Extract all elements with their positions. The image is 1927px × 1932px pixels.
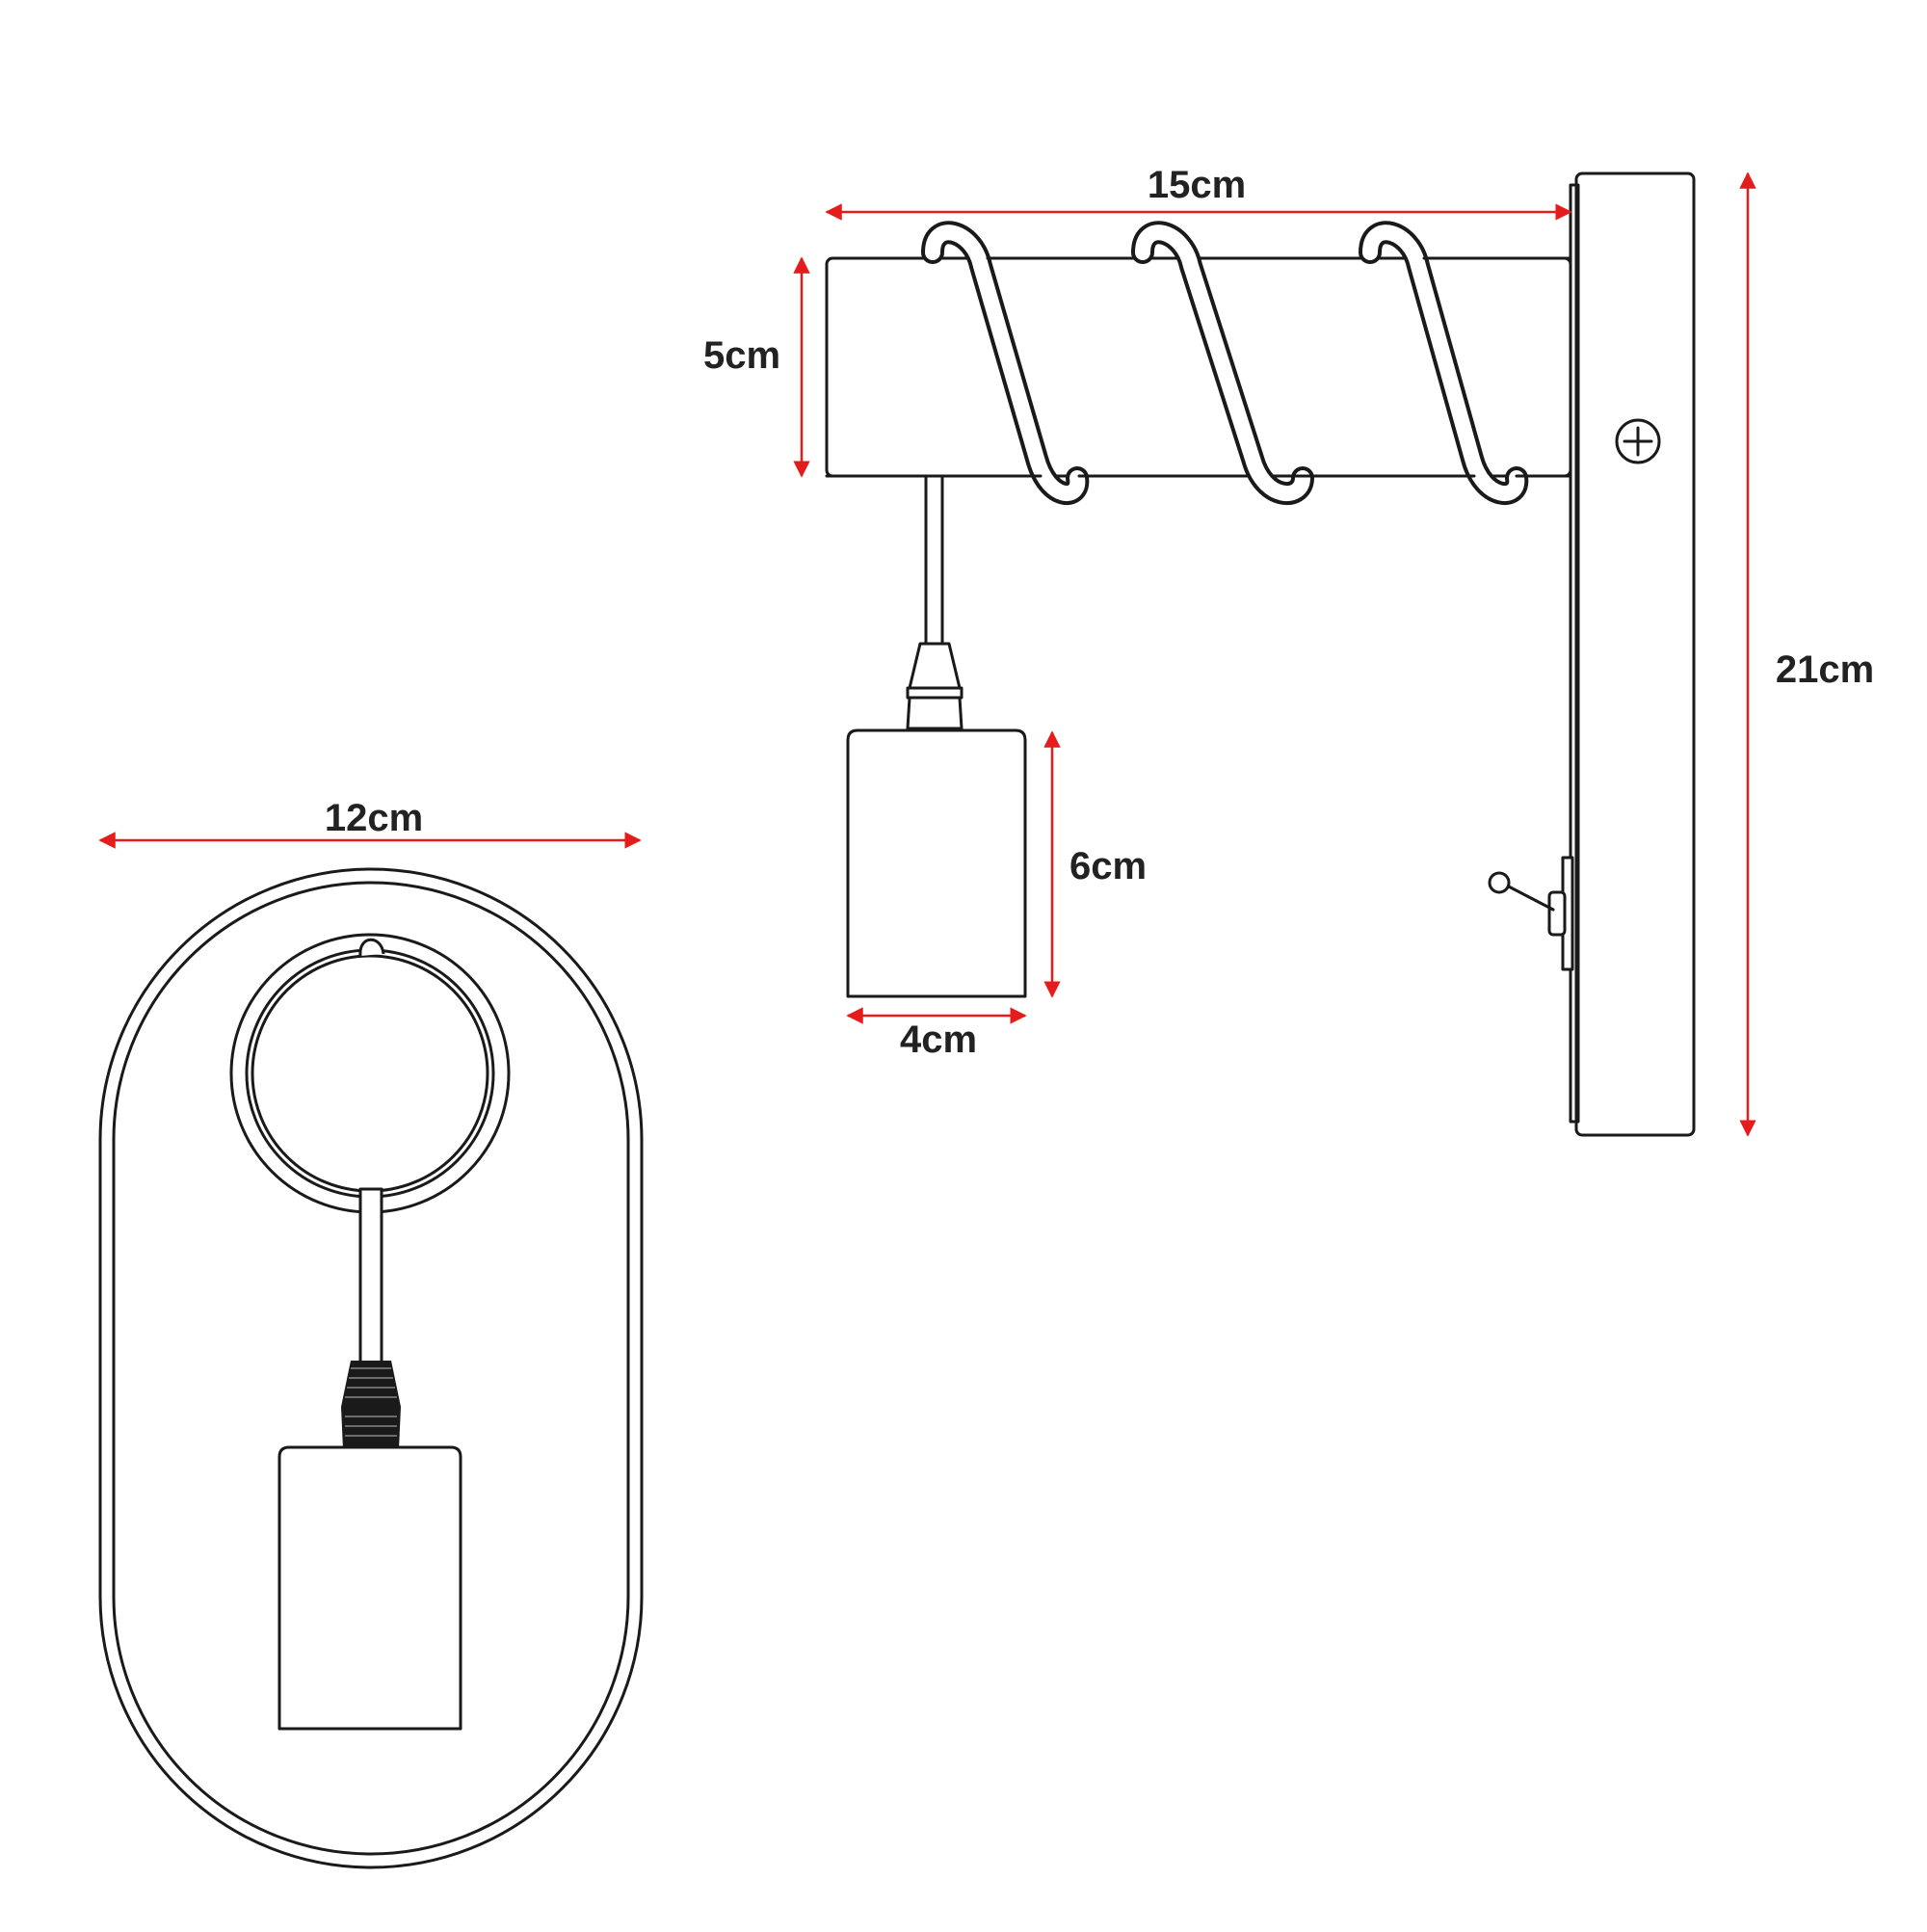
lamp-socket (846, 728, 1027, 998)
front-drop-cable (358, 1187, 383, 1364)
arm-height-label: 5cm (703, 334, 780, 377)
dimension-lines (98, 172, 1756, 1137)
toggle-switch-icon (1488, 856, 1574, 971)
screw-icon (1615, 418, 1661, 464)
socket-width-label: 4cm (900, 1019, 977, 1061)
front-lamp-socket (277, 1445, 462, 1731)
arm-length-label: 15cm (1148, 164, 1246, 206)
front-view (98, 867, 644, 1869)
wall-backplate (1574, 172, 1696, 1137)
cable-gland (906, 642, 964, 730)
coiled-cable (825, 221, 1572, 505)
front-width-label: 12cm (325, 797, 423, 839)
drop-cable (924, 474, 944, 646)
backplate-edge (1569, 183, 1580, 1124)
front-cable-gland (341, 1361, 401, 1449)
backplate-inner-edge (112, 881, 630, 1856)
socket-height-label: 6cm (1069, 845, 1147, 887)
dimension-labels: 15cm 5cm 21cm 6cm 4cm 12cm (325, 164, 1874, 1061)
backplate-height-label: 21cm (1776, 648, 1874, 691)
side-view (825, 172, 1696, 1137)
